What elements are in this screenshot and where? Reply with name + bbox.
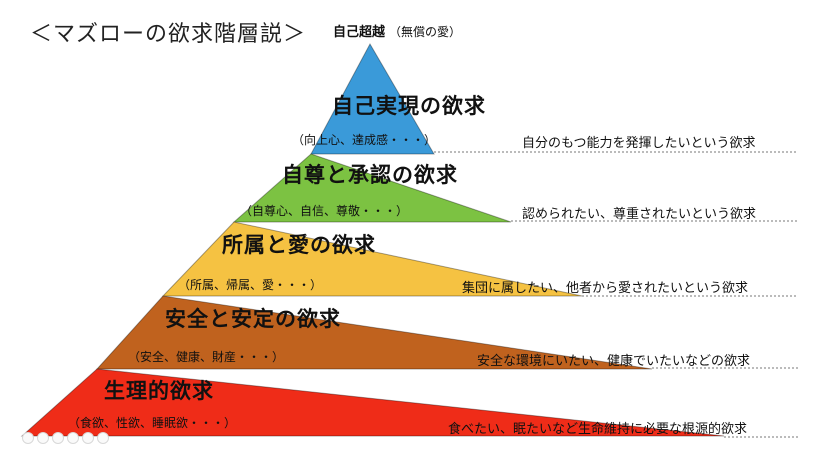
layer-title-1: 自尊と承認の欲求: [282, 163, 458, 187]
slide-controls: [22, 432, 109, 444]
control-icon[interactable]: [97, 432, 109, 444]
layer-desc-2: 集団に属したい、他者から愛されたいという欲求: [462, 281, 749, 296]
top-label: 自己超越（無償の愛）: [333, 21, 461, 40]
page-title: ＜マズローの欲求階層説＞: [30, 22, 307, 47]
control-icon[interactable]: [22, 432, 34, 444]
layer-sub-1: （自尊心、自信、尊敬・・・）: [240, 204, 409, 218]
layer-sub-2: （所属、帰属、愛・・・）: [178, 278, 323, 292]
layer-shape-2: [161, 221, 583, 297]
layer-sub-4: （食欲、性欲、睡眠欲・・・）: [68, 416, 237, 430]
layer-desc-3: 安全な環境にいたい、健康でいたいなどの欲求: [477, 354, 751, 369]
layer-shape-1: [232, 153, 512, 223]
layer-desc-4: 食べたい、眠たいなど生命維持に必要な根源的欲求: [448, 422, 748, 437]
layer-title-2: 所属と愛の欲求: [222, 233, 376, 257]
layer-title-0: 自己実現の欲求: [332, 94, 486, 118]
layer-shape-3: [95, 295, 653, 370]
layer-sub-0: （向上心、達成感・・・）: [292, 133, 437, 147]
layer-title-3: 安全と安定の欲求: [165, 307, 341, 331]
layer-desc-1: 認められたい、尊重されたいという欲求: [522, 207, 757, 222]
top-label-sub: （無償の愛）: [389, 25, 462, 39]
control-icon[interactable]: [37, 432, 49, 444]
layer-desc-0: 自分のもつ能力を発揮したいという欲求: [522, 136, 756, 151]
layer-shape-0: [310, 42, 435, 155]
layer-title-4: 生理的欲求: [104, 379, 214, 403]
control-icon[interactable]: [52, 432, 64, 444]
top-label-main: 自己超越: [333, 25, 386, 40]
control-icon[interactable]: [67, 432, 79, 444]
layer-sub-3: （安全、健康、財産・・・）: [128, 350, 285, 364]
layer-shape-4: [20, 368, 725, 437]
control-icon[interactable]: [82, 432, 94, 444]
